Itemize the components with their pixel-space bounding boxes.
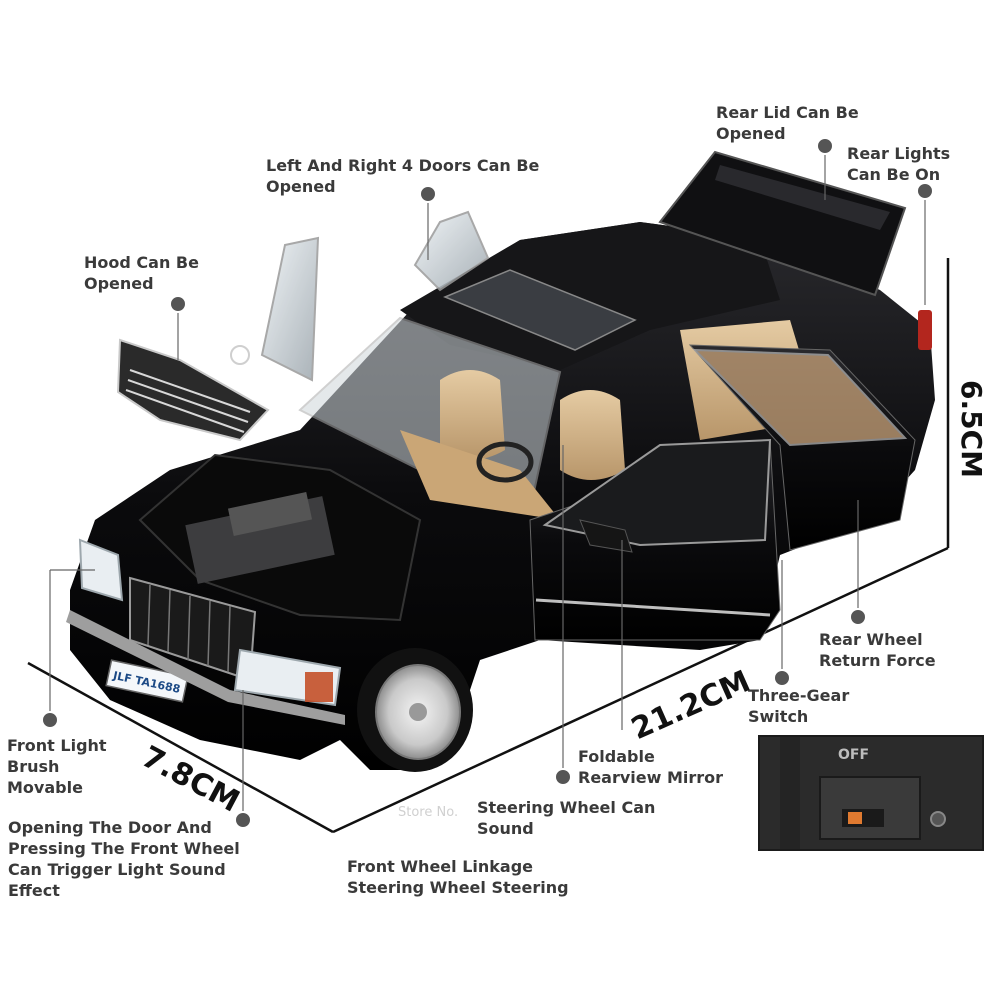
dot-rear-lid	[816, 137, 834, 155]
callout-lines	[49, 148, 926, 818]
sunroof	[443, 269, 637, 351]
left-door-glass-front	[260, 236, 320, 382]
switch-closeup-graphic	[780, 737, 946, 849]
dot-hood	[169, 295, 187, 313]
trunk-lid-open	[658, 150, 907, 297]
rear-door-window	[692, 348, 908, 447]
interior-floor	[400, 430, 560, 520]
car-roof	[400, 222, 780, 370]
switch-off-label: OFF	[838, 747, 870, 763]
front-seat	[440, 370, 505, 460]
dot-rear-wheel	[849, 608, 867, 626]
dot-door-sound	[234, 811, 252, 829]
front-wheel	[357, 648, 473, 772]
label-hood: Hood Can Be Opened	[84, 253, 199, 293]
label-front-wheel: Front Wheel Linkage Steering Wheel Steer…	[347, 857, 569, 897]
left-headlight	[78, 538, 124, 602]
label-four-doors: Left And Right 4 Doors Can Be Opened	[266, 156, 540, 196]
watermark: Store No.	[398, 805, 459, 820]
trunk-lid-shine	[715, 165, 890, 230]
engine-cover	[227, 491, 313, 537]
switch-closeup-inset: OFF	[758, 735, 984, 851]
label-front-light: Front Light Brush Movable	[7, 736, 107, 797]
dot-rear-lights	[916, 182, 934, 200]
length-dimension-line	[332, 546, 949, 834]
car-model: JLF TA1688	[66, 150, 935, 772]
left-door-glass-rear	[413, 210, 490, 292]
front-bumper	[66, 610, 345, 725]
steering-wheel	[476, 441, 534, 483]
front-seat-right	[560, 390, 625, 480]
taillight	[918, 310, 932, 350]
label-mirror: Foldable Rearview Mirror	[578, 747, 724, 787]
width-dimension-line	[27, 661, 334, 834]
dot-three-gear	[773, 669, 791, 687]
license-plate: JLF TA1688	[105, 659, 189, 703]
label-rear-lights: Rear Lights Can Be On	[847, 144, 951, 184]
dot-four-doors	[419, 185, 437, 203]
hood-grille-slats	[125, 369, 251, 433]
dimension-lines	[27, 258, 950, 834]
dimension-height: 6.5CM	[955, 380, 988, 479]
dot-mirror	[554, 768, 572, 786]
callout-dots	[41, 137, 934, 829]
grille-bars	[147, 584, 231, 673]
dot-front-light	[41, 711, 59, 729]
indicator-light	[305, 672, 333, 702]
hood-grille-open	[116, 338, 270, 442]
label-rear-lid: Rear Lid Can Be Opened	[716, 103, 859, 143]
label-three-gear: Three-Gear Switch	[748, 686, 850, 726]
label-rear-wheel: Rear Wheel Return Force	[819, 630, 936, 670]
label-door-sound: Opening The Door And Pressing The Front …	[8, 818, 240, 900]
door-chrome-strip	[535, 598, 771, 617]
label-steering-sound: Steering Wheel Can Sound	[477, 798, 656, 838]
hood-ornament	[230, 345, 250, 365]
rearview-mirror	[579, 519, 633, 553]
